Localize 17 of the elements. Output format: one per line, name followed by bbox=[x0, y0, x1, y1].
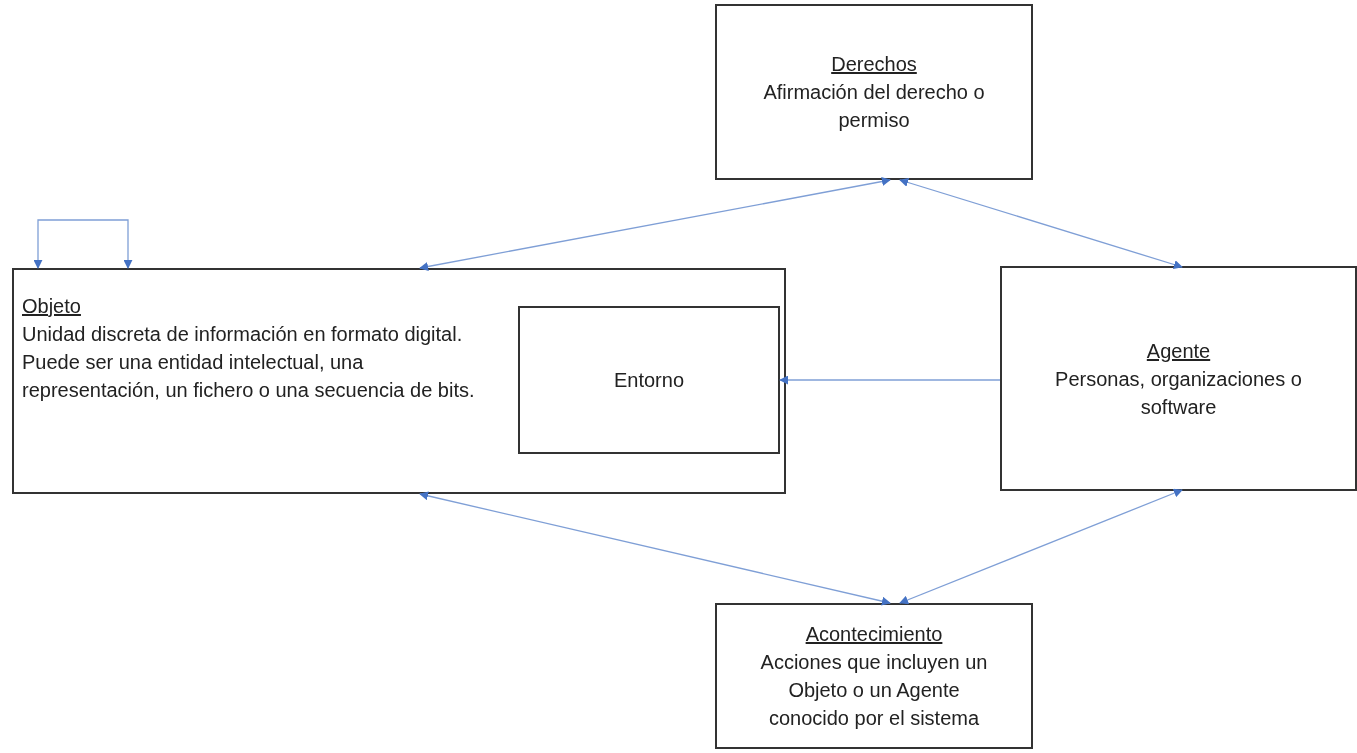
box-heading: Derechos bbox=[831, 52, 917, 77]
connector-arrow bbox=[33, 219, 133, 269]
box-text: Entorno bbox=[613, 368, 685, 393]
box-text: Unidad discreta de información en formato digital. Puede ser una entidad intelectual, una representación, un fichero o una secuencia de bits. bbox=[22, 322, 476, 403]
nested-box bbox=[518, 306, 780, 454]
concept-box bbox=[715, 603, 1033, 749]
box-heading: Agente bbox=[1146, 338, 1211, 364]
concept-box bbox=[715, 4, 1033, 180]
box-text: Acciones que incluyen un Objeto o un Agente conocido por el sistema bbox=[759, 650, 989, 731]
box-text: Personas, organizaciones o software bbox=[1054, 366, 1303, 420]
concept-box bbox=[12, 268, 786, 494]
connector-arrow bbox=[899, 178, 1183, 269]
connector-arrow bbox=[779, 375, 1001, 385]
box-text: Afirmación del derecho o permiso bbox=[762, 80, 986, 133]
box-heading: Acontecimiento bbox=[805, 622, 943, 647]
box-heading: Objeto bbox=[22, 294, 81, 319]
concept-box bbox=[1000, 266, 1357, 491]
